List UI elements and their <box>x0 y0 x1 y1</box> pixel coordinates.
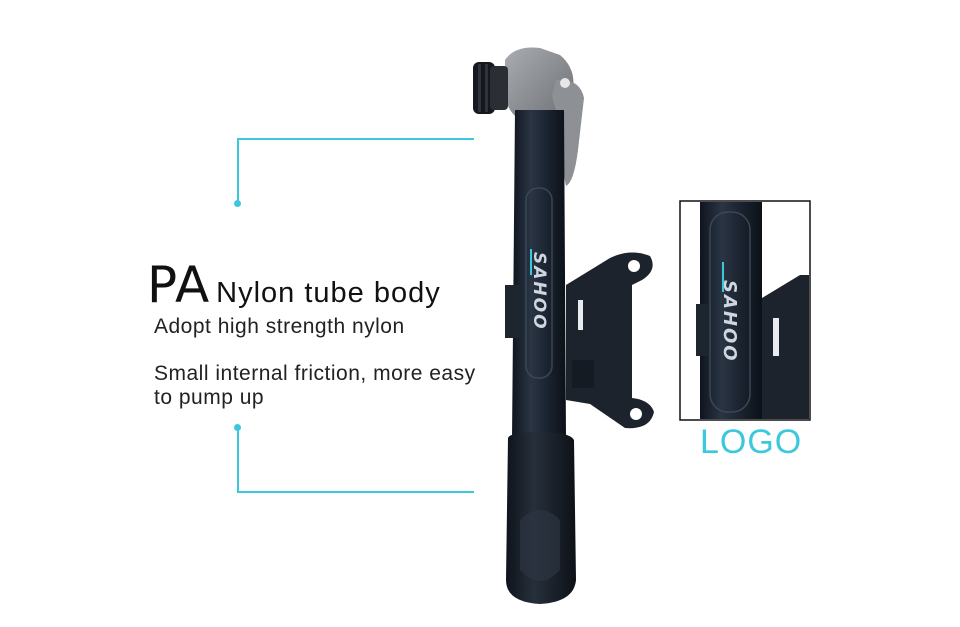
callout-bottom-dot <box>234 424 241 431</box>
svg-text:SAHOO: SAHOO <box>529 252 549 331</box>
logo-label: LOGO <box>700 423 803 461</box>
pump-head <box>473 47 584 186</box>
callout-top-vertical <box>237 138 239 204</box>
description-line-1: Adopt high strength nylon <box>154 315 405 338</box>
callout-top-dot <box>234 200 241 207</box>
logo-zoom-box: SAHOO <box>679 200 811 421</box>
headline-rest: Nylon tube body <box>216 277 441 309</box>
brand-logo: SAHOO <box>529 252 549 331</box>
mount-bracket <box>505 252 654 429</box>
callout-bottom-vertical <box>237 428 239 492</box>
headline-pa: PA <box>147 256 211 314</box>
description-line-2: Small internal friction, more easy to pu… <box>154 362 476 409</box>
svg-text:SAHOO: SAHOO <box>719 280 740 363</box>
callout-top-horizontal <box>237 138 474 140</box>
callout-bottom-horizontal <box>237 491 474 493</box>
